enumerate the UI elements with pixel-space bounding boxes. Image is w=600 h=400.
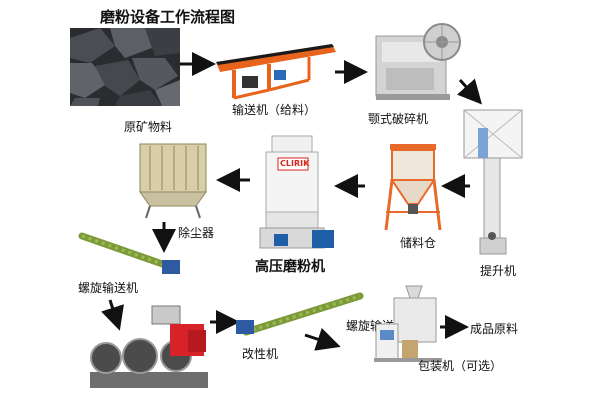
screw-conveyor-1-label: 螺旋输送机 (78, 281, 139, 295)
packer-label: 包装机（可选） (418, 359, 503, 373)
elevator-label: 提升机 (480, 264, 517, 278)
raw-ore-image (70, 28, 180, 106)
screw-conveyor-2-image (236, 292, 364, 336)
raw-ore-label: 原矿物料 (124, 120, 173, 134)
packing-machine-image (374, 285, 442, 362)
jaw-crusher-label: 颚式破碎机 (368, 112, 429, 126)
dust-collector-label: 除尘器 (178, 226, 215, 240)
grinding-mill-image (259, 135, 334, 249)
arrow-screw1-to-modifier (101, 299, 124, 331)
modification-machine-image (90, 305, 208, 388)
dust-collector-image (139, 143, 207, 219)
jaw-crusher-image (375, 23, 461, 100)
bucket-elevator-image (463, 109, 523, 255)
arrow-screw2-to-packer (304, 327, 341, 351)
mill-brand-badge: CLIRIK (280, 159, 310, 168)
belt-conveyor-image (216, 44, 336, 100)
conveyor-label: 输送机（给料） (232, 103, 317, 117)
mill-label: 高压磨粉机 (255, 259, 325, 275)
arrow-crusher-to-elevator (457, 78, 483, 105)
product-label: 成品原料 (470, 322, 519, 336)
diagram-title: 磨粉设备工作流程图 (100, 8, 236, 26)
storage-silo-image (384, 144, 442, 231)
silo-label: 储料仓 (400, 236, 437, 250)
screw-conveyor-image (78, 232, 180, 274)
modifier-label: 改性机 (242, 347, 279, 361)
